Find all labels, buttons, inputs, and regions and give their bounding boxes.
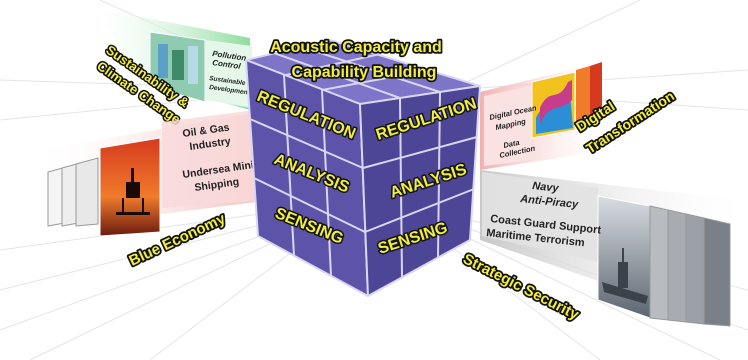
cube-grid-line xyxy=(437,91,441,259)
cube-grid-line xyxy=(362,136,478,169)
cube-grid-line xyxy=(285,53,381,76)
cube-grid-line xyxy=(364,188,475,233)
image-card xyxy=(75,157,99,227)
blue-economy-wing: Oil & Gas Industry Undersea Mining Shipp… xyxy=(40,108,270,271)
building-shape xyxy=(158,44,168,78)
sustainability-wing: Pollution Control Sustainable Developmen… xyxy=(93,8,252,128)
cube-grid-line xyxy=(283,74,295,257)
image-card xyxy=(649,205,669,321)
capability-cube xyxy=(245,39,481,297)
navy-label: Navy xyxy=(532,180,560,195)
image-card xyxy=(685,213,705,325)
industry-label: Industry xyxy=(189,135,232,153)
cube-grid-line xyxy=(273,52,401,99)
digital-label-panel xyxy=(484,86,530,166)
cube-grid-line xyxy=(321,69,431,91)
cube-grid-line xyxy=(321,89,332,277)
cube-grid-line xyxy=(249,118,364,169)
green-label-panel xyxy=(206,40,252,108)
image-card xyxy=(576,66,590,124)
control-label: Control xyxy=(212,58,242,71)
oil-rig-icon xyxy=(116,168,150,215)
warship-icon xyxy=(602,248,648,304)
building-shape xyxy=(188,46,198,84)
title-line-1: Acoustic Capacity and xyxy=(270,39,442,56)
data-label: Data xyxy=(503,138,521,150)
title-line-2: Capability Building xyxy=(292,64,437,81)
map-wave-shape xyxy=(540,80,572,124)
strategic-wing: Navy Anti-Piracy Coast Guard Support Mar… xyxy=(458,170,740,330)
cube-grid-line xyxy=(253,177,366,233)
cube-grid-line xyxy=(399,97,403,279)
pink-label-panel xyxy=(162,108,270,208)
image-card xyxy=(703,217,731,327)
building-shape xyxy=(172,50,184,80)
image-card xyxy=(667,209,687,323)
gray-label-panel xyxy=(482,172,598,262)
image-card xyxy=(590,62,602,120)
cube-grid-line xyxy=(301,46,441,93)
